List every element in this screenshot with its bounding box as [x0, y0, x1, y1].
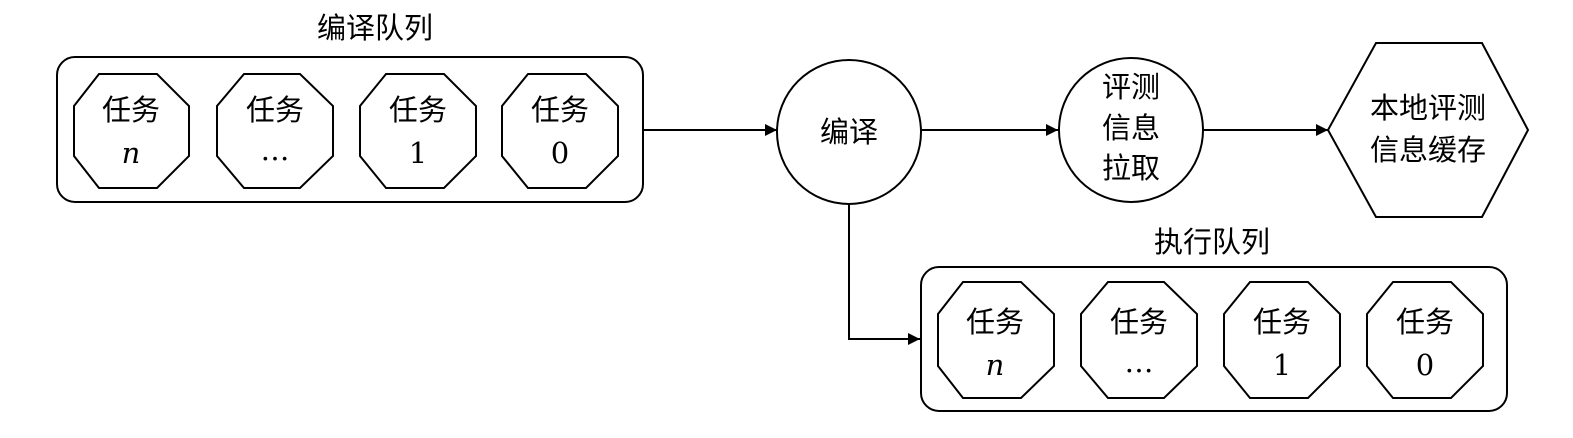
task-index: 0: [1416, 348, 1434, 382]
task-label: 任务: [1253, 305, 1311, 339]
task-octagon: [73, 73, 190, 189]
exec-queue: 执行队列 任务 n 任务 … 任务 1 任务 0: [920, 225, 1508, 412]
fetch-line-1: 评测: [1102, 70, 1160, 104]
fetch-line-2: 信息: [1102, 111, 1160, 145]
task-index: n: [122, 136, 141, 170]
compile-task-0: 任务 0: [501, 73, 619, 189]
cache-node: 本地评测 信息缓存: [1326, 42, 1530, 218]
cache-hexagon: [1326, 42, 1530, 218]
arrow-compile-to-exec: [848, 204, 920, 345]
task-label: 任务: [966, 305, 1024, 339]
exec-task-0: 任务 0: [1366, 281, 1484, 399]
task-octagon: [1080, 281, 1198, 399]
task-octagon: [1223, 281, 1341, 399]
compile-queue: 编译队列 任务 n 任务 … 任务 1 任务 0: [56, 11, 644, 203]
task-label: 任务: [531, 93, 589, 127]
task-index: …: [1125, 345, 1154, 379]
cache-line-1: 本地评测: [1370, 91, 1486, 125]
compile-label: 编译: [820, 115, 878, 149]
exec-task-1: 任务 1: [1223, 281, 1341, 399]
task-label: 任务: [1396, 305, 1454, 339]
fetch-node: 评测 信息 拉取: [1058, 57, 1204, 203]
task-label: 任务: [102, 93, 160, 127]
compile-task-1: 任务 1: [359, 73, 477, 189]
task-octagon: [359, 73, 477, 189]
fetch-line-3: 拉取: [1102, 151, 1160, 185]
exec-queue-title: 执行队列: [1154, 225, 1270, 259]
task-octagon: [937, 281, 1055, 399]
task-index: …: [261, 133, 290, 167]
task-octagon: [216, 73, 334, 189]
cache-line-2: 信息缓存: [1370, 133, 1486, 167]
exec-task-n: 任务 n: [937, 281, 1055, 399]
exec-queue-box: [920, 266, 1508, 412]
compile-node: 编译: [776, 59, 922, 205]
compile-task-n: 任务 n: [73, 73, 190, 189]
exec-task-ellipsis: 任务 …: [1080, 281, 1198, 399]
task-label: 任务: [246, 93, 304, 127]
compile-task-ellipsis: 任务 …: [216, 73, 334, 189]
task-label: 任务: [1110, 305, 1168, 339]
task-octagon: [1366, 281, 1484, 399]
compile-queue-title: 编译队列: [317, 11, 433, 45]
task-label: 任务: [389, 93, 447, 127]
task-index: 0: [551, 136, 569, 170]
task-index: 1: [409, 136, 427, 170]
task-octagon: [501, 73, 619, 189]
task-index: 1: [1273, 348, 1291, 382]
task-index: n: [986, 348, 1005, 382]
